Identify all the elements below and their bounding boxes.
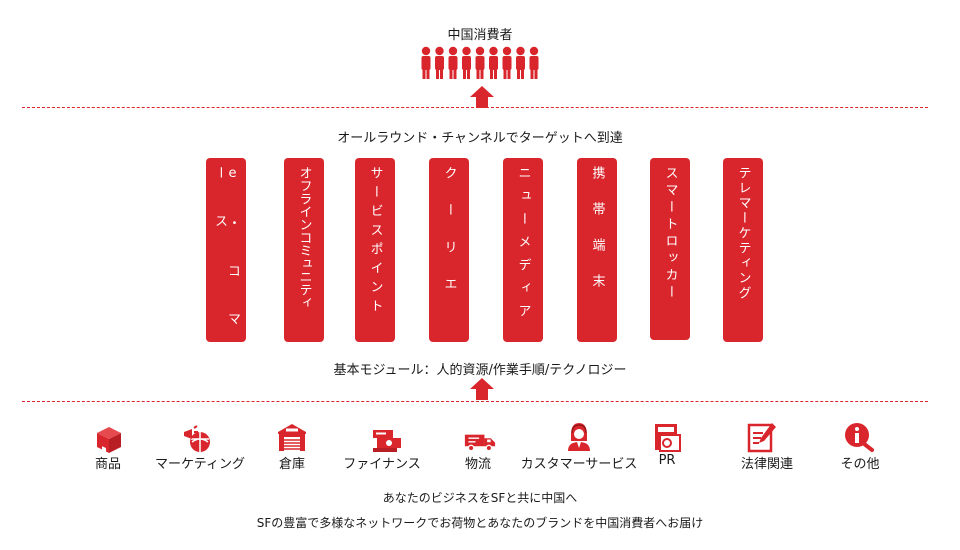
service-label-pr: PR [658,453,676,468]
bottom-divider [22,401,928,402]
service-label-other: その他 [840,457,880,472]
finance-cash-icon [373,430,401,452]
channel-service-point: サービスポイント [355,158,395,342]
service-label-product: 商品 [94,457,121,472]
channel-ecommerce: e ・ コ マ ー ス [206,158,246,342]
service-label-customer-service: カスタマーサービス [520,457,638,472]
channel-label: 携帯端末 [589,166,605,310]
channel-smart-locker: スマートロッカー [650,158,690,340]
service-label-legal: 法律関連 [740,457,793,472]
channel-label: スマートロッカー [662,166,678,302]
info-other-icon [845,423,874,452]
footer-line-1: あなたのビジネスをSFと共に中国へ [382,491,578,505]
consumers-people-icon [421,46,539,79]
channel-offline-community: オフラインコミュニティ [284,158,324,342]
channel-label: クーリエ [441,166,457,314]
marketing-megaphone-icon [184,425,210,452]
service-label-finance: ファイナンス [343,457,421,472]
product-box-icon [97,427,121,453]
channels-title: オールラウンド・チャンネルでターゲットへ到達 [337,131,623,146]
channel-label: ニューメディア [515,166,531,327]
consumer-title: 中国消費者 [447,28,513,43]
channel-mobile-terminal: 携帯端末 [577,158,617,342]
channel-label: サービスポイント [367,166,383,318]
up-arrow-icon [470,378,494,400]
service-label-marketing: マーケティング [155,457,245,472]
channel-telemarketing: テレマーケティング [723,158,763,342]
base-module-text: 基本モジュール：人的資源/作業手順/テクノロジー [333,363,627,378]
channel-new-media: ニューメディア [503,158,543,342]
channel-label: オフラインコミュニティ [296,166,312,309]
logistics-truck-icon [464,434,496,452]
up-arrow-icon [470,86,494,108]
legal-document-icon [747,423,776,453]
customer-service-agent-icon [568,423,590,451]
channel-label: テレマーケティング [735,166,751,301]
channel-courier: クーリエ [429,158,469,342]
channel-label: e ・ コ マ ー ス [212,166,240,335]
footer-line-2: SFの豊富で多様なネットワークでお荷物とあなたのブランドを中国消費者へお届け [256,516,704,530]
warehouse-icon [278,424,306,451]
pr-document-icon [655,424,681,452]
service-label-logistics: 物流 [464,457,491,472]
service-label-warehouse: 倉庫 [278,457,305,472]
top-divider [22,107,928,108]
